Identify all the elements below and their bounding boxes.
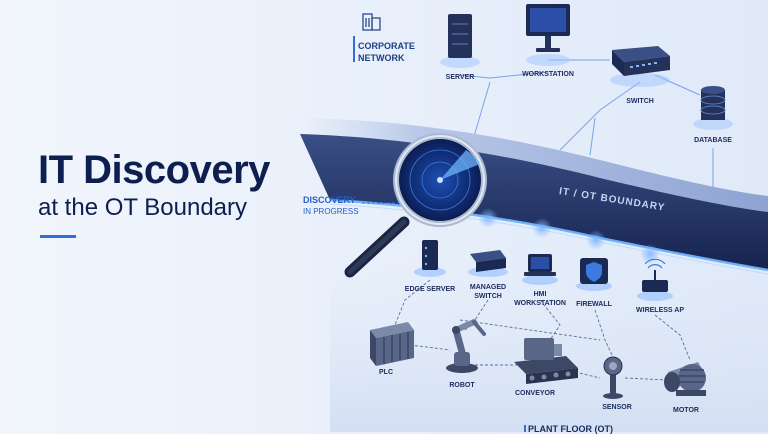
hmi-icon [522,254,558,285]
database-icon [693,86,733,130]
footer-accent-bar [524,425,526,432]
sensor-icon [603,356,623,399]
managed-switch-line1: MANAGED [469,284,507,291]
corporate-line1: CORPORATE [358,41,415,51]
motor-label: MOTOR [673,407,699,414]
edge-server-icon [414,240,446,277]
hmi-line1: HMI [533,291,547,298]
server-label: SERVER [445,74,475,81]
magnifier-icon [344,133,487,278]
title-divider [40,235,76,238]
server-icon [440,14,480,68]
plc-label: PLC [379,369,393,376]
database-label: DATABASE [694,137,732,144]
workstation-label: WORKSTATION [522,71,574,78]
ot-links [394,279,691,381]
robot-label: ROBOT [449,382,475,389]
edge-server-label: EDGE SERVER [404,286,456,293]
conveyor-label: CONVEYOR [514,390,556,397]
page-title: IT Discovery [38,148,270,192]
building-icon [362,13,381,31]
page-subtitle: at the OT Boundary [38,194,248,221]
firewall-label: FIREWALL [576,301,612,308]
managed-switch-icon [468,250,508,277]
hmi-label: HMI WORKSTATION [514,290,566,308]
corporate-accent-bar [353,36,355,62]
sensor-label: SENSOR [602,404,632,411]
managed-switch-line2: SWITCH [474,293,502,300]
discovery-line2: IN PROGRESS [303,207,359,216]
motor-icon [664,362,706,396]
hmi-line2: WORKSTATION [514,300,566,307]
discovery-line1: DISCOVERY [303,195,356,205]
wireless-ap-label: WIRELESS AP [636,307,684,314]
discovery-status: DISCOVERY IN PROGRESS [303,194,393,218]
firewall-icon [576,258,612,291]
wireless-ap-icon [637,258,673,301]
corporate-line2: NETWORK [358,53,405,63]
plant-floor-label: PLANT FLOOR (OT) [528,424,613,434]
switch-label: SWITCH [626,98,654,105]
monitor-icon [526,4,570,66]
managed-switch-label: MANAGED SWITCH [470,283,506,301]
corporate-network-label: CORPORATE NETWORK [358,40,448,64]
plc-icon [370,322,414,366]
conveyor-icon [514,338,578,384]
robot-arm-icon [446,319,486,373]
network-switch-icon [610,46,670,87]
